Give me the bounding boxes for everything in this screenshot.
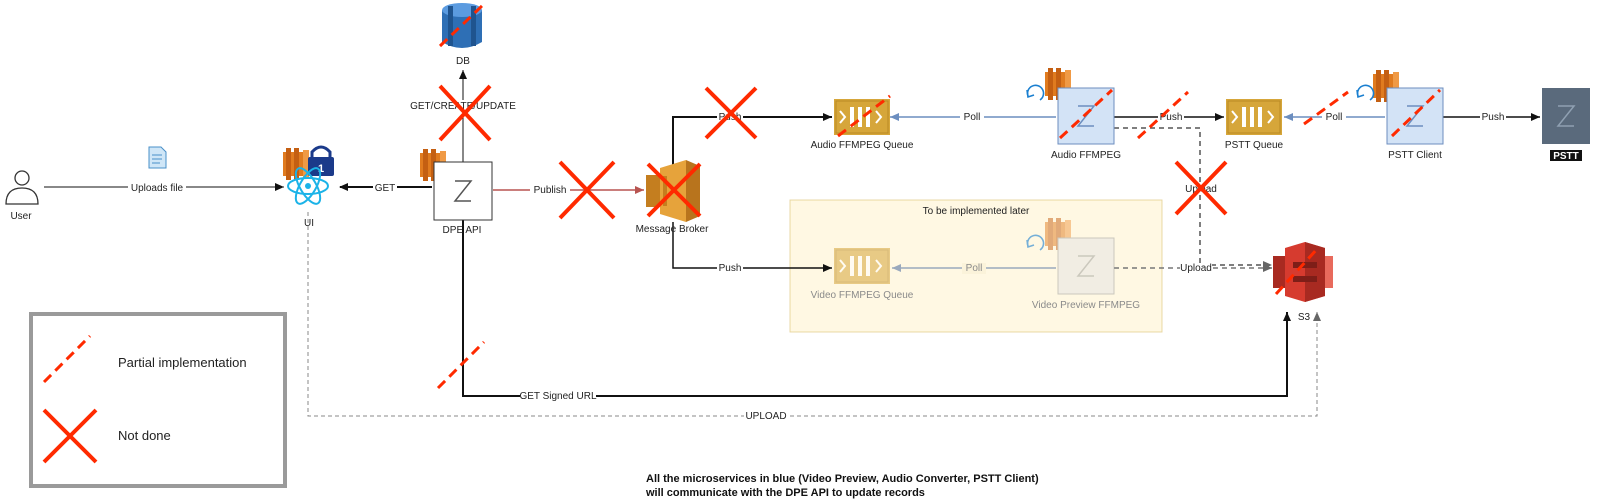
edge-get-signed-url-label: GET Signed URL — [519, 391, 597, 402]
refresh-icon — [1026, 234, 1045, 251]
legend-not-done-label: Not done — [118, 428, 171, 443]
partial-mark — [436, 340, 486, 390]
svg-text:1: 1 — [318, 163, 324, 175]
edge-uploads-file-label: Uploads file — [131, 183, 184, 194]
partial-mark — [1390, 88, 1442, 138]
queue-icon — [1225, 98, 1283, 136]
pstt-label-bg — [1550, 150, 1582, 161]
pstt-label: PSTT — [1553, 151, 1579, 162]
document-icon — [148, 146, 167, 169]
lock-icon: 1 — [308, 145, 334, 176]
dpe-api-label: DPE API — [443, 225, 482, 236]
video-preview-label: Video Preview FFMPEG — [1032, 300, 1140, 311]
partial-mark — [1303, 90, 1349, 126]
edge-get-label: GET — [375, 183, 396, 194]
video-queue-node — [833, 247, 891, 285]
message-broker-label: Message Broker — [636, 224, 709, 235]
ui-label: UI — [304, 218, 314, 229]
partial-mark — [1136, 90, 1190, 140]
user-label: User — [10, 211, 32, 222]
db-label: DB — [456, 56, 470, 67]
not-done-cross — [558, 160, 616, 220]
legend-not-done-cross — [42, 408, 98, 464]
legend-partial-mark — [42, 334, 92, 384]
edge-poll-video-label: Poll — [966, 263, 983, 274]
edge-push-pstt-label: Push — [1160, 112, 1183, 123]
s3-label: S3 — [1298, 312, 1311, 323]
later-group-title: To be implemented later — [923, 206, 1030, 217]
partial-mark — [1274, 246, 1320, 296]
edge-push-audio-label: Push — [719, 112, 742, 123]
edge-upload-ui-label: UPLOAD — [745, 411, 786, 422]
edge-publish-label: Publish — [534, 185, 567, 196]
not-done-cross — [704, 86, 758, 140]
video-preview-node — [1045, 218, 1115, 295]
user-icon — [5, 170, 39, 205]
react-icon — [287, 167, 329, 205]
pstt-client-label: PSTT Client — [1388, 150, 1442, 161]
partial-mark — [837, 94, 891, 138]
footnote-line-2: will communicate with the DPE API to upd… — [645, 487, 925, 499]
edge-poll-pstt-label: Poll — [1326, 112, 1343, 123]
partial-mark — [1058, 88, 1114, 140]
edge-upload-ui — [307, 212, 1321, 417]
not-done-cross — [438, 84, 492, 142]
database-icon — [442, 3, 482, 48]
not-done-cross — [1174, 160, 1228, 216]
refresh-icon — [1356, 84, 1375, 101]
not-done-cross — [646, 162, 702, 218]
edge-upload-video-label: Upload — [1180, 263, 1212, 274]
video-queue-label: Video FFMPEG Queue — [811, 290, 914, 301]
refresh-icon — [1026, 84, 1045, 101]
queue-icon — [833, 98, 891, 136]
edge-push-out-label: Push — [1482, 112, 1505, 123]
audio-queue-label: Audio FFMPEG Queue — [811, 140, 914, 151]
footnote-line-1: All the microservices in blue (Video Pre… — [646, 473, 1039, 485]
edge-push-video-label: Push — [719, 263, 742, 274]
partial-mark — [438, 2, 486, 48]
pstt-queue-label: PSTT Queue — [1225, 140, 1284, 151]
legend-box — [29, 312, 287, 488]
edge-push-video — [672, 222, 832, 272]
edge-upload-audio — [1114, 127, 1272, 269]
edge-get-create-update-label: GET/CREATE/UPDATE — [410, 101, 516, 112]
edge-get-signed-url — [462, 220, 1291, 397]
edge-poll-audio-label: Poll — [964, 112, 981, 123]
edge-push-audio — [672, 113, 832, 172]
audio-ffmpeg-label: Audio FFMPEG — [1051, 150, 1121, 161]
legend-partial-label: Partial implementation — [118, 355, 247, 370]
s3-bucket-icon — [1273, 242, 1333, 302]
